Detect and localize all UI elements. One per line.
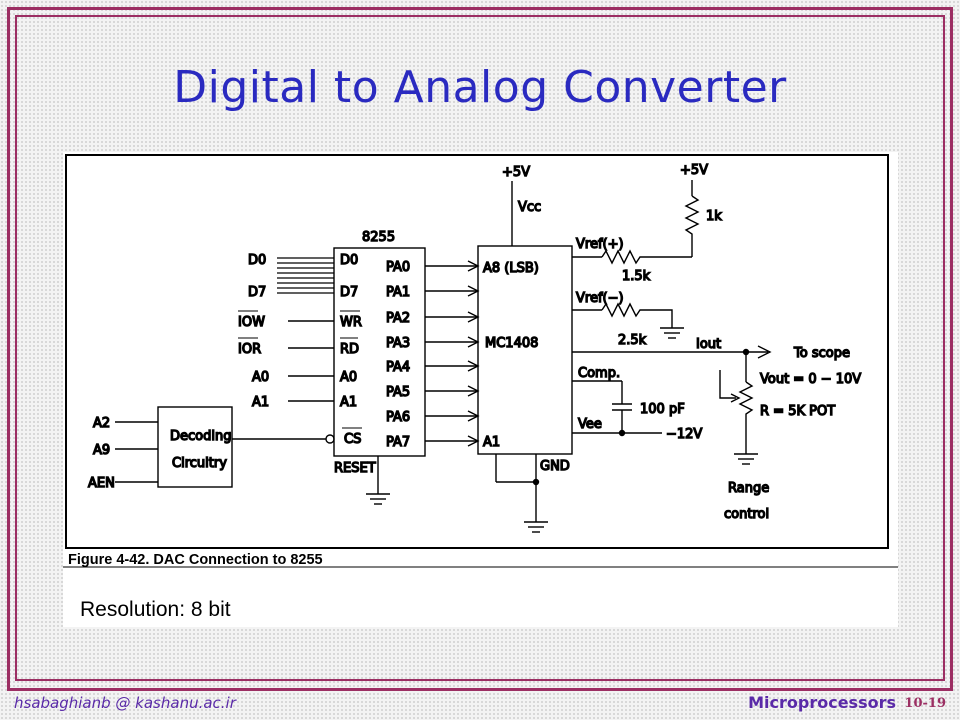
ppi-pin-pa3: PA3 — [386, 336, 410, 351]
footer-page-number: 10-19 — [904, 696, 946, 711]
resistor-15k — [601, 249, 692, 265]
dac-vcc-label: Vcc — [518, 200, 541, 215]
bus-a0-label: A0 — [252, 370, 269, 385]
figure-border — [65, 154, 889, 549]
pa-bus — [425, 260, 480, 447]
dac-mc1408-box — [477, 245, 573, 455]
dac-pin-a1: A1 — [483, 435, 500, 450]
bus-iow-label: IOW — [238, 315, 265, 330]
ppi-pin-a0: A0 — [340, 370, 357, 385]
bus-d7-label: D7 — [248, 285, 266, 300]
ppi-pin-pa6: PA6 — [386, 410, 410, 425]
dac-pin-a8: A8 (LSB) — [483, 261, 539, 276]
resistor-25k — [601, 302, 673, 328]
decoder-label-line2: Circuitry — [172, 456, 227, 471]
vref-minus-label: Vref(−) — [576, 291, 624, 306]
ppi-pin-wr: WR — [340, 315, 362, 330]
pot-wiper-arrow — [730, 393, 741, 403]
ppi-pin-a1: A1 — [340, 395, 357, 410]
dac-circuit-diagram: A2 A9 AEN Decoding Circuitry D0 D7 IOW I… — [63, 154, 898, 568]
input-a2-label: A2 — [93, 416, 110, 431]
vcc-supply-label: +5V — [502, 165, 530, 180]
footer-course: Microprocessors — [748, 693, 896, 712]
vee-node — [618, 429, 626, 437]
slide-frame-inner — [15, 15, 945, 681]
ppi-pin-pa0: PA0 — [386, 260, 410, 275]
slide-frame-outer — [7, 7, 953, 691]
cs-bubble — [325, 434, 335, 444]
resistor-15k-label: 1.5k — [622, 269, 651, 284]
decoder-box — [157, 406, 233, 488]
decoder-label-line1: Decoding — [170, 429, 231, 444]
dac-gnd-label: GND — [540, 459, 570, 474]
slide-title: Digital to Analog Converter — [173, 62, 787, 113]
resistor-1k-label: 1k — [706, 209, 722, 224]
range-label-line2: control — [724, 507, 769, 522]
capacitor-label: 100 pF — [640, 402, 685, 417]
ppi-pin-cs: CS — [344, 432, 361, 447]
ppi-pin-pa5: PA5 — [386, 385, 410, 400]
figure-caption: Figure 4-42. DAC Connection to 8255 — [68, 552, 323, 568]
ppi-title-label: 8255 — [362, 230, 395, 245]
pot-label: R = 5K POT — [760, 404, 835, 419]
ppi-reset-label: RESET — [334, 461, 376, 476]
data-bus — [277, 257, 334, 294]
resistor-1k — [684, 195, 700, 257]
iout-label: Iout — [696, 337, 721, 352]
pot-resistor — [738, 381, 754, 454]
ppi-pin-pa7: PA7 — [386, 435, 410, 450]
figure-panel: A2 A9 AEN Decoding Circuitry D0 D7 IOW I… — [63, 152, 898, 627]
gnd-node — [532, 478, 540, 486]
vout-label: Vout = 0 − 10V — [760, 372, 861, 387]
ppi-pin-d7: D7 — [340, 285, 358, 300]
vref-plus-label: Vref(+) — [576, 237, 624, 252]
ppi-8255-box — [333, 247, 426, 457]
footer-email: hsabaghianb @ kashanu.ac.ir — [14, 694, 236, 712]
input-a9-label: A9 — [93, 443, 110, 458]
to-scope-label: To scope — [793, 346, 850, 361]
bus-ior-label: IOR — [238, 342, 261, 357]
bus-a1-label: A1 — [252, 395, 269, 410]
ppi-pin-d0: D0 — [340, 253, 358, 268]
bus-d0-label: D0 — [248, 253, 266, 268]
ppi-pin-pa2: PA2 — [386, 311, 410, 326]
vee-supply-label: −12V — [666, 427, 702, 442]
pot-wiper — [719, 370, 736, 399]
dac-name-label: MC1408 — [485, 336, 538, 351]
resolution-note: Resolution: 8 bit — [80, 598, 231, 621]
range-label-line1: Range — [728, 481, 769, 496]
ppi-pin-pa4: PA4 — [386, 360, 410, 375]
ppi-pin-rd: RD — [340, 342, 359, 357]
resistor-25k-label: 2.5k — [618, 333, 647, 348]
input-aen-label: AEN — [88, 476, 115, 491]
vee-label: Vee — [578, 417, 602, 432]
ref-supply-label: +5V — [680, 163, 708, 178]
comp-label: Comp. — [578, 366, 620, 381]
scope-arrow — [757, 345, 772, 359]
ppi-pin-pa1: PA1 — [386, 285, 410, 300]
